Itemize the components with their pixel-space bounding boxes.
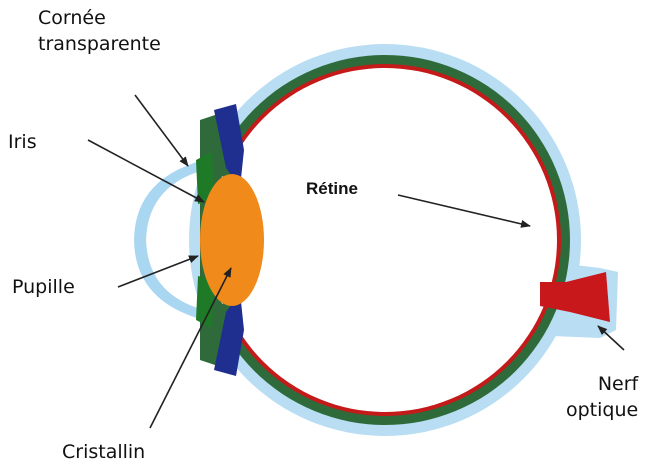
label-cristallin: Cristallin xyxy=(62,440,145,466)
label-cornee-line1: Cornée xyxy=(38,6,161,32)
label-cornee-line2: transparente xyxy=(38,32,161,58)
arrow-cornee xyxy=(135,95,188,166)
label-retine: Rétine xyxy=(306,178,358,201)
label-nerf-line2: optique xyxy=(566,398,638,424)
lens xyxy=(200,174,264,306)
label-nerf-line1: Nerf xyxy=(566,372,638,398)
label-cornee: Cornée transparente xyxy=(38,6,161,57)
label-pupille: Pupille xyxy=(12,275,75,301)
label-nerf: Nerf optique xyxy=(566,372,638,423)
label-iris: Iris xyxy=(8,130,37,156)
vitreous-body xyxy=(213,68,557,412)
